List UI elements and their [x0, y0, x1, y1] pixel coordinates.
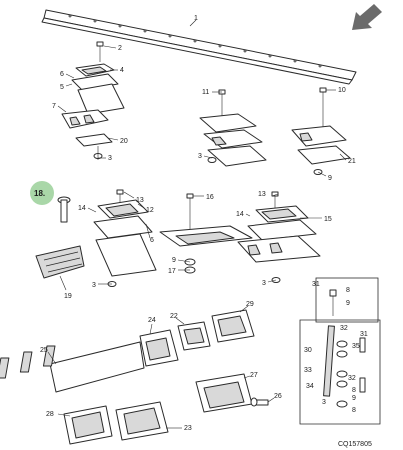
- callout-14: 14: [78, 205, 86, 212]
- callout-19: 19: [64, 293, 72, 300]
- guard-assembly-middle-left: [93, 189, 157, 287]
- callout-32: 32: [340, 325, 348, 332]
- callout-13: 13: [258, 191, 266, 198]
- callout-14: 14: [236, 211, 244, 218]
- callout-3: 3: [262, 280, 266, 287]
- callout-9: 9: [328, 175, 332, 182]
- callout-34: 34: [306, 383, 314, 390]
- callout-3: 3: [108, 155, 112, 162]
- callout-8: 8: [352, 387, 356, 394]
- callout-25: 25: [40, 347, 48, 354]
- callout-16: 16: [206, 194, 214, 201]
- bolt-18: [57, 196, 71, 223]
- callout-27: 27: [250, 372, 258, 379]
- callout-5: 5: [60, 84, 64, 91]
- guard-assembly-middle-right: [237, 191, 321, 283]
- highlight-bubble: [30, 181, 54, 205]
- hold-down-clip-29: [211, 309, 255, 343]
- callout-9: 9: [352, 395, 356, 402]
- inset-detail-box: [299, 277, 381, 425]
- guard-assembly-upper-left: [61, 41, 125, 160]
- knife-head-assembly: [159, 193, 253, 274]
- hold-down-clip-24: [139, 329, 179, 367]
- callout-8: 8: [346, 287, 350, 294]
- callout-9: 9: [346, 300, 350, 307]
- reference-code: CQ157805: [338, 441, 372, 448]
- wear-plate-23: [115, 401, 169, 441]
- knife-back-bar: [41, 9, 357, 85]
- leader-lines: [47, 19, 347, 429]
- callout-26: 26: [274, 393, 282, 400]
- callout-11: 11: [202, 89, 209, 96]
- callout-30: 30: [304, 347, 312, 354]
- guard-assembly-upper-right: [291, 87, 351, 175]
- callout-28: 28: [46, 411, 54, 418]
- callout-22: 22: [170, 313, 178, 320]
- callout-21: 21: [348, 158, 356, 165]
- callout-29: 29: [246, 301, 254, 308]
- callout-1: 1: [194, 15, 198, 22]
- callout-3: 3: [198, 153, 202, 160]
- knife-section-19: [35, 245, 85, 279]
- hold-down-clip-22: [177, 321, 211, 351]
- callout-4: 4: [120, 67, 124, 74]
- callout-3: 3: [92, 282, 96, 289]
- callout-32: 32: [348, 375, 356, 382]
- callout-18-highlighted: 18.: [34, 189, 45, 198]
- callout-17: 17: [168, 268, 176, 275]
- callout-9: 9: [172, 257, 176, 264]
- callout-8: 8: [352, 407, 356, 414]
- callout-31: 31: [312, 281, 320, 288]
- wear-plate-28: [63, 405, 113, 445]
- wear-plate-27: [195, 373, 253, 413]
- callout-12: 12: [146, 207, 154, 214]
- callout-15: 15: [324, 216, 332, 223]
- callout-3: 3: [322, 399, 326, 406]
- callout-2: 2: [118, 45, 122, 52]
- callout-labels: 1 2 4 6 5 7 20 3 11 3 10 21 9 13 12 14 6…: [40, 15, 368, 432]
- callout-6: 6: [150, 237, 154, 244]
- callout-33: 33: [304, 367, 312, 374]
- callout-7: 7: [52, 103, 56, 110]
- callout-23: 23: [184, 425, 192, 432]
- callout-6: 6: [60, 71, 64, 78]
- callout-20: 20: [120, 138, 128, 145]
- callout-24: 24: [148, 317, 156, 324]
- callout-31: 31: [360, 331, 368, 338]
- guard-assembly-upper-middle: [199, 89, 267, 167]
- guard-bar-25: [0, 341, 145, 393]
- bolt-26: [250, 397, 269, 407]
- callout-35: 35: [352, 343, 360, 350]
- callout-10: 10: [338, 87, 346, 94]
- callout-13: 13: [136, 197, 144, 204]
- arrow-down-left-icon: [352, 4, 382, 30]
